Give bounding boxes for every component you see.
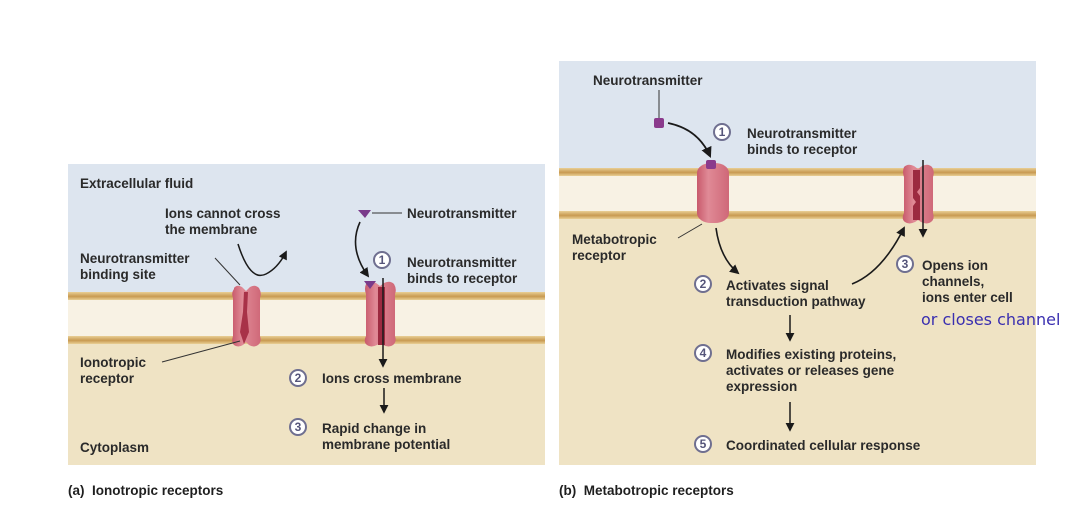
extracellular-region (68, 164, 545, 296)
neurotransmitter-label-a: Neurotransmitter (407, 206, 517, 221)
membrane-outer-layer (559, 168, 1036, 176)
step-3-badge-b: 3 (896, 255, 914, 273)
membrane-interior (559, 176, 1036, 211)
caption-a: (a) Ionotropic receptors (68, 483, 224, 498)
ionotropic-receptor-label: Ionotropic receptor (80, 355, 146, 386)
panel-metabotropic (559, 61, 1036, 465)
neurotransmitter-label-b: Neurotransmitter (593, 73, 703, 88)
receptor-to-signal-arrow (715, 227, 740, 275)
membrane-inner-layer (68, 336, 545, 344)
binding-site-label: Neurotransmitter binding site (80, 251, 190, 282)
ionotropic-receptor-leader (161, 340, 241, 363)
cytoplasm-region (68, 344, 545, 465)
metabotropic-receptor-label: Metabotropic receptor (572, 232, 657, 263)
step-4-badge-b: 4 (694, 344, 712, 362)
step-2-label-a: Ions cross membrane (322, 371, 462, 386)
cytoplasm-region (559, 219, 1036, 465)
metabotropic-receptor-leader (677, 223, 703, 239)
ion-channel (902, 164, 934, 224)
step-1-label-b: Neurotransmitter binds to receptor (747, 126, 858, 157)
neurotransmitter-free-icon (654, 118, 664, 128)
step-1-badge-b: 1 (713, 123, 731, 141)
binding-site-leader (214, 257, 241, 286)
step-1-badge-a: 1 (373, 251, 391, 269)
cytoplasm-label: Cytoplasm (80, 440, 150, 455)
extracellular-region (559, 61, 1036, 172)
neurotransmitter-free-icon (358, 210, 371, 218)
step-5-badge-b: 5 (694, 435, 712, 453)
step-2-badge-a: 2 (289, 369, 307, 387)
ionotropic-receptor-closed (232, 285, 261, 347)
membrane-outer-layer (68, 292, 545, 300)
step-5-label-b: Coordinated cellular response (726, 438, 921, 453)
step-3-label-a: Rapid change in membrane potential (322, 421, 451, 452)
step-3-badge-a: 3 (289, 418, 307, 436)
ions-cannot-cross-label: Ions cannot cross the membrane (165, 206, 281, 237)
step-1-label-a: Neurotransmitter binds to receptor (407, 255, 518, 286)
binding-arrow-a (354, 221, 370, 278)
step-2-badge-b: 2 (694, 275, 712, 293)
neurotransmitter-bound-icon (364, 281, 376, 289)
step-2-label-b: Activates signal transduction pathway (726, 278, 866, 309)
binding-arrow-b (667, 122, 712, 158)
signal-to-channel-arrow (851, 226, 905, 285)
step-3-label-b: Opens ion channels, ions enter cell (922, 258, 1013, 305)
ionotropic-receptor-open (364, 281, 396, 347)
ions-bounce-arrow (237, 243, 287, 277)
membrane-interior (68, 300, 545, 336)
caption-b: (b) Metabotropic receptors (559, 483, 734, 498)
membrane-inner-layer (559, 211, 1036, 219)
closes-channel-annotation: or closes channel (921, 310, 1061, 329)
extracellular-fluid-label: Extracellular fluid (80, 176, 194, 191)
panel-ionotropic (68, 164, 545, 465)
step-4-label-b: Modifies existing proteins, activates or… (726, 347, 897, 394)
neurotransmitter-bound-icon (706, 160, 716, 169)
metabotropic-receptor (697, 163, 729, 223)
